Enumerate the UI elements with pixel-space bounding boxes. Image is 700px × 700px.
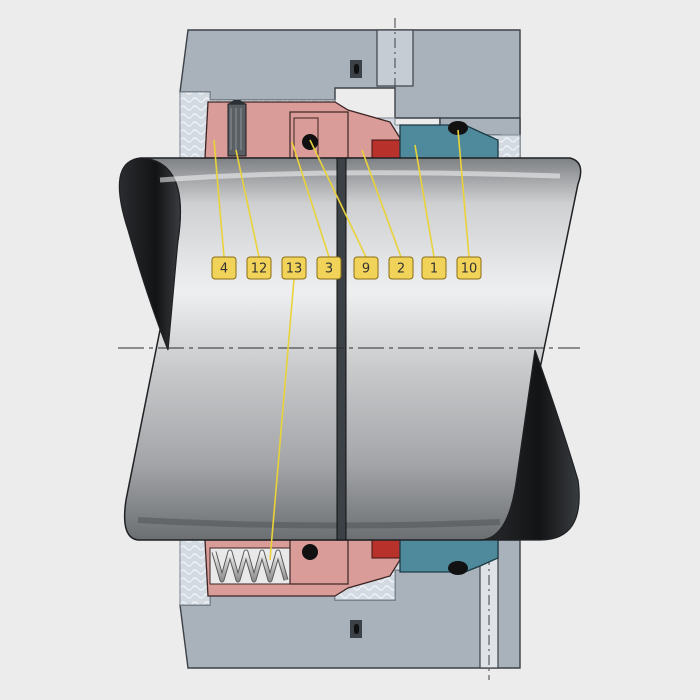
callout-badge-3: 3 [316, 256, 342, 280]
shaft-right-end-face [479, 349, 580, 541]
callout-leader-13 [269, 278, 295, 561]
upper-red-insert [371, 139, 403, 159]
callout-badge-box [353, 256, 379, 280]
shaft-left-end-face [118, 157, 181, 351]
callout-badge-10: 10 [456, 256, 482, 280]
callout-leader-4 [213, 139, 225, 258]
callout-badge-1: 1 [421, 256, 447, 280]
callout-label: 4 [220, 262, 228, 277]
lower-oring-10 [448, 561, 468, 575]
lower-seal-assembly [204, 535, 499, 597]
lower-spring-13 [211, 549, 289, 583]
callout-badges: 4 12 13 3 9 2 1 10 [211, 256, 482, 280]
lower-oring-9 [302, 544, 318, 560]
lower-red-insert [371, 539, 403, 559]
callout-badge-13: 13 [281, 256, 307, 280]
callout-badge-box [316, 256, 342, 280]
callout-label: 1 [430, 262, 438, 277]
callout-label: 12 [251, 262, 268, 277]
callout-label: 2 [397, 262, 405, 277]
callout-label: 10 [461, 262, 478, 277]
callout-leader-3 [291, 141, 330, 258]
callout-leader-9 [309, 139, 367, 258]
upper-oring-9 [302, 134, 318, 150]
callout-badge-box [456, 256, 482, 280]
shaft-body [123, 157, 582, 541]
shaft [118, 157, 582, 541]
callout-label: 9 [362, 262, 370, 277]
callout-leader-1 [414, 144, 435, 258]
callout-label: 3 [325, 262, 333, 277]
callout-leader-12 [235, 149, 260, 258]
callout-leaders [213, 129, 470, 561]
callout-badge-box [421, 256, 447, 280]
callout-badge-box [246, 256, 272, 280]
upper-oring-10 [448, 121, 468, 135]
shaft-sleeve-groove [336, 157, 347, 541]
callout-badge-9: 9 [353, 256, 379, 280]
upper-seal-assembly [204, 100, 499, 163]
callout-leader-10 [457, 129, 470, 258]
callout-badge-box [211, 256, 237, 280]
lower-seal-face [289, 539, 349, 585]
callout-badge-2: 2 [388, 256, 414, 280]
callout-badge-box [388, 256, 414, 280]
callout-leader-2 [361, 149, 402, 258]
callout-label: 13 [286, 262, 303, 277]
callout-badge-4: 4 [211, 256, 237, 280]
callout-badge-box [281, 256, 307, 280]
callout-badge-12: 12 [246, 256, 272, 280]
